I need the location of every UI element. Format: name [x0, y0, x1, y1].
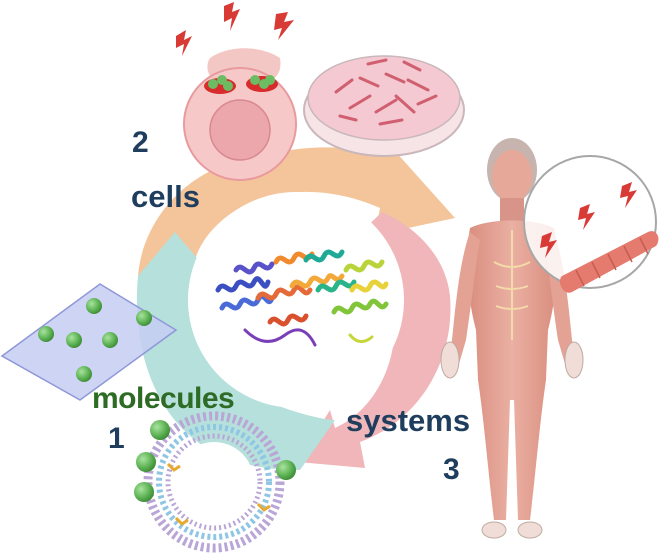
cycle-ring — [136, 132, 455, 470]
cells-step-number: 2 — [132, 126, 149, 159]
molecule-slide-icon — [0, 283, 178, 401]
cell-icon — [183, 48, 297, 181]
muscle-fiber-icon — [523, 155, 659, 293]
cells-label: cells — [131, 179, 200, 214]
arc-molecules — [136, 232, 335, 470]
systems-label: systems — [346, 403, 471, 438]
protein-structure-icon — [215, 249, 389, 347]
petri-dish-icon — [303, 55, 465, 157]
lightning-icon — [176, 2, 294, 56]
cycle-center — [188, 192, 404, 408]
liposome-icon — [134, 411, 296, 553]
systems-step-number: 3 — [443, 453, 460, 486]
arc-systems — [298, 212, 451, 468]
molecules-step-number: 1 — [108, 422, 125, 455]
molecules-label: molecules — [92, 382, 235, 415]
